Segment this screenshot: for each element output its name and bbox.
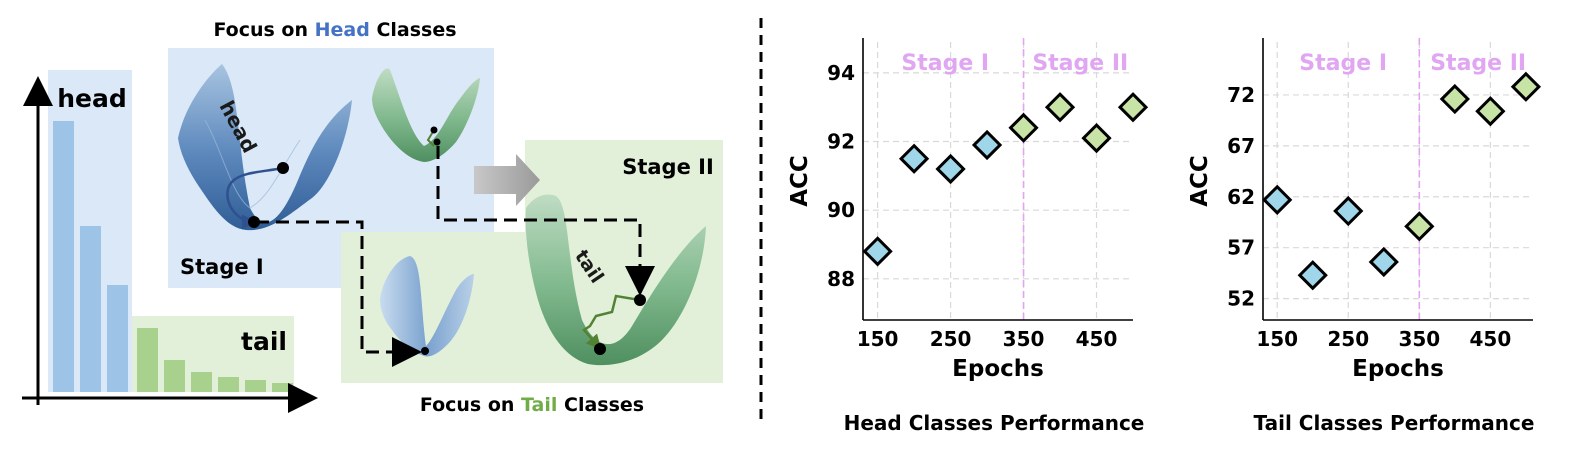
small-green-point: [433, 138, 441, 146]
stage1-label: Stage I: [180, 255, 264, 279]
x-tick-label: 350: [1398, 327, 1440, 351]
data-point: [862, 236, 893, 267]
head-bar: [107, 285, 128, 392]
data-point: [1262, 184, 1293, 215]
y-axis-label: ACC: [1187, 155, 1213, 207]
x-tick-label: 150: [1256, 327, 1298, 351]
tail-region-bg: [132, 316, 294, 392]
small-green-path: [426, 129, 435, 147]
data-point: [1117, 92, 1149, 123]
x-tick-label: 450: [1076, 327, 1118, 351]
data-point: [1297, 260, 1328, 291]
head-bar: [80, 226, 101, 392]
tail-label: tail: [241, 327, 287, 356]
stage2-chart-label: Stage II: [1032, 51, 1128, 76]
head-optimization-path: [226, 166, 284, 230]
tick-labels: 150 250 350 450 52 57 62 67 72: [1227, 83, 1511, 351]
head-loss-surface: [178, 64, 352, 231]
data-point: [1475, 96, 1506, 127]
y-tick-label: 72: [1227, 83, 1255, 107]
data-point: [1404, 211, 1435, 242]
y-tick-label: 94: [827, 61, 855, 85]
chart-caption: Tail Classes Performance: [1254, 411, 1535, 435]
data-point: [1044, 92, 1076, 123]
tail-loss-surface: [525, 194, 706, 366]
dashed-connector-tail: [436, 146, 655, 296]
tail-bar: [245, 380, 266, 392]
x-tick-label: 250: [1327, 327, 1369, 351]
transition-arrow: [474, 154, 540, 206]
data-point: [1008, 112, 1039, 143]
y-tick-label: 90: [827, 198, 855, 222]
head-start-point: [277, 162, 289, 174]
y-tick-label: 88: [827, 267, 855, 291]
stage1-chart-label: Stage I: [1299, 51, 1387, 76]
y-axis-label: ACC: [787, 155, 813, 207]
small-blue-surface: [380, 256, 474, 357]
x-axis-label: Epochs: [952, 356, 1044, 382]
tail-bar: [164, 360, 185, 392]
head-bar: [53, 121, 74, 392]
data-point: [1510, 71, 1542, 102]
x-tick-label: 450: [1469, 327, 1511, 351]
y-tick-label: 52: [1227, 287, 1255, 311]
x-axis-label: Epochs: [1352, 356, 1444, 382]
data-points: [862, 92, 1149, 267]
tail-bar: [191, 372, 212, 392]
small-blue-point: [421, 347, 429, 355]
data-point: [898, 143, 930, 174]
head-label: head: [57, 84, 127, 113]
top-caption: Focus on Head Classes: [213, 19, 456, 41]
data-point: [935, 153, 966, 185]
data-point: [1081, 122, 1112, 154]
data-points: [1262, 71, 1542, 291]
chart-grid: [863, 42, 1133, 320]
dashed-connector-head: [256, 220, 422, 367]
y-tick-label: 62: [1227, 185, 1255, 209]
y-tick-label: 67: [1227, 134, 1255, 158]
chart-caption: Head Classes Performance: [844, 411, 1145, 435]
head-performance-chart: Stage I Stage II 150 250 350 450 88 90 92 94 Ep…: [787, 38, 1149, 435]
tail-bar: [218, 377, 239, 392]
tail-bar: [137, 328, 158, 392]
tail-end-point: [594, 343, 606, 355]
data-point: [971, 129, 1003, 161]
y-tick-label: 57: [1227, 236, 1255, 260]
x-tick-label: 150: [857, 327, 899, 351]
data-point: [1439, 83, 1470, 115]
y-tick-label: 92: [827, 130, 855, 154]
data-point: [1333, 195, 1364, 227]
x-tick-label: 350: [1003, 327, 1045, 351]
x-tick-label: 250: [930, 327, 972, 351]
tail-optimization-path: [582, 294, 641, 350]
tick-labels: 150 250 350 450 88 90 92 94: [827, 61, 1117, 351]
stage2-label: Stage II: [622, 155, 714, 179]
data-point: [1368, 246, 1399, 278]
head-end-point: [248, 216, 260, 228]
tail-start-point: [634, 294, 646, 306]
bottom-caption: Focus on Tail Classes: [420, 394, 644, 416]
small-green-point: [430, 126, 438, 134]
tail-bar: [272, 383, 293, 392]
stage2-chart-label: Stage II: [1430, 51, 1526, 76]
stage1-chart-label: Stage I: [901, 51, 989, 76]
long-tail-diagram: head tail Focus on Head Classes head Sta…: [22, 19, 723, 416]
small-green-surface: [372, 68, 480, 162]
